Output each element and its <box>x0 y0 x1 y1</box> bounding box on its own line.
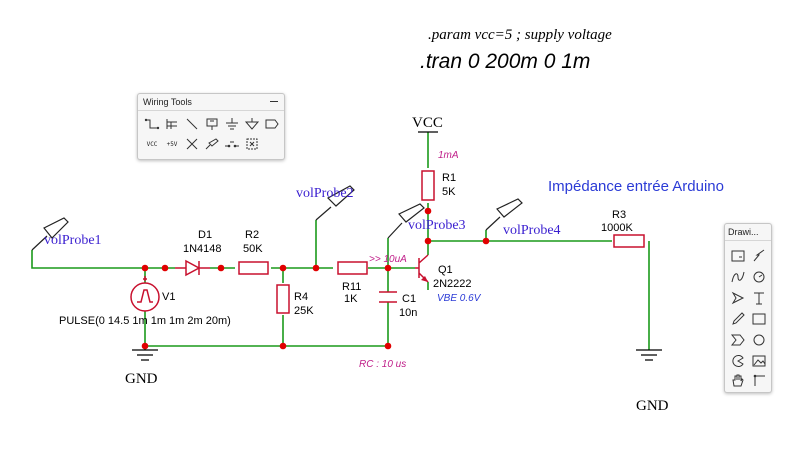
svg-text:R1: R1 <box>442 172 456 184</box>
svg-text:Q1: Q1 <box>438 264 453 276</box>
minimize-icon[interactable] <box>270 101 278 102</box>
svg-text:V1: V1 <box>162 291 175 303</box>
current-annotation: 1mA <box>438 150 459 161</box>
ground-tool-icon[interactable] <box>222 116 242 132</box>
svg-text:2N2222: 2N2222 <box>433 278 472 290</box>
svg-text:volProbe1: volProbe1 <box>44 233 102 248</box>
label-box-icon[interactable] <box>728 248 748 264</box>
ground-left: GND <box>125 349 158 387</box>
rotate-icon[interactable] <box>749 269 769 285</box>
wires <box>31 132 650 350</box>
current-probe-tool-icon[interactable] <box>222 136 242 152</box>
vcc-supply: VCC <box>412 115 443 133</box>
drawing-tools-panel[interactable]: Drawi... <box>724 223 772 393</box>
svg-text:1000K: 1000K <box>601 222 633 234</box>
tran-directive: .tran 0 200m 0 1m <box>420 50 590 73</box>
line-tool-icon[interactable] <box>182 116 202 132</box>
capacitor-c1[interactable]: C1 10n <box>379 291 417 319</box>
probe-tool-icon[interactable] <box>202 136 222 152</box>
svg-text:5K: 5K <box>442 186 456 198</box>
vcc-tool-icon[interactable]: VCC <box>146 140 158 148</box>
transistor-q1[interactable]: Q1 2N2222 <box>415 254 472 290</box>
svg-text:C1: C1 <box>402 293 416 305</box>
svg-text:R3: R3 <box>612 209 626 221</box>
drawing-tools-title[interactable]: Drawi... <box>725 224 771 241</box>
svg-text:volProbe2: volProbe2 <box>296 186 354 201</box>
svg-text:volProbe4: volProbe4 <box>503 223 561 238</box>
resistor-r2[interactable]: R2 50K <box>238 229 269 275</box>
bus-tool-icon[interactable] <box>162 116 182 132</box>
svg-text:1N4148: 1N4148 <box>183 243 222 255</box>
svg-text:25K: 25K <box>294 305 314 317</box>
probe-volprobe2[interactable]: volProbe2 <box>296 185 355 221</box>
ground-triangle-tool-icon[interactable] <box>242 116 262 132</box>
nodes <box>141 207 490 350</box>
vbe-annotation: VBE 0.6V <box>437 293 482 304</box>
svg-text:GND: GND <box>125 371 158 387</box>
param-directive: .param vcc=5 ; supply voltage <box>428 27 612 43</box>
title-note: Impédance entrée Arduino <box>548 178 724 195</box>
zigzag-icon[interactable] <box>749 248 769 264</box>
svg-text:GND: GND <box>636 398 669 414</box>
svg-text:10n: 10n <box>399 307 417 319</box>
voltage-source-v1[interactable]: V1 PULSE(0 14.5 1m 1m 1m 2m 20m) <box>59 276 231 327</box>
svg-text:R2: R2 <box>245 229 259 241</box>
svg-text:volProbe3: volProbe3 <box>408 218 466 233</box>
probe-volprobe1[interactable]: volProbe1 <box>31 217 102 251</box>
svg-text:PULSE(0 14.5 1m 1m 1m 2m 20m): PULSE(0 14.5 1m 1m 1m 2m 20m) <box>59 315 231 327</box>
hand-icon[interactable] <box>728 372 748 388</box>
port-tool-icon[interactable] <box>262 116 282 132</box>
resistor-r3[interactable]: R3 1000K <box>601 209 645 248</box>
pie-icon[interactable] <box>728 353 748 369</box>
svg-text:50K: 50K <box>243 243 263 255</box>
diode-d1[interactable]: D1 1N4148 <box>175 229 222 277</box>
rc-annotation: RC : 10 us <box>359 359 406 370</box>
wiring-tools-title[interactable]: Wiring Tools <box>138 94 284 111</box>
svg-text:R11: R11 <box>342 281 361 293</box>
curve-icon[interactable] <box>728 269 748 285</box>
rectangle-icon[interactable] <box>749 311 769 327</box>
svg-text:1K: 1K <box>344 293 358 305</box>
circle-icon[interactable] <box>749 332 769 348</box>
pencil-icon[interactable] <box>728 311 748 327</box>
probe-volprobe4[interactable]: volProbe4 <box>485 198 561 238</box>
resistor-r1[interactable]: R1 5K <box>421 170 456 201</box>
text-icon[interactable] <box>749 290 769 306</box>
probe-volprobe3[interactable]: volProbe3 <box>387 203 466 239</box>
plus5v-tool-icon[interactable]: +5V <box>166 140 178 148</box>
resistor-r11[interactable]: R11 1K <box>337 261 368 305</box>
svg-text:D1: D1 <box>198 229 212 241</box>
base-current-annotation: >> 10uA <box>369 254 407 265</box>
label-tool-icon[interactable] <box>202 116 222 132</box>
corner-icon[interactable] <box>749 372 769 388</box>
chevron-shape-icon[interactable] <box>728 332 748 348</box>
arrow-icon[interactable] <box>728 290 748 306</box>
resistor-r4[interactable]: R4 25K <box>276 284 314 317</box>
image-icon[interactable] <box>749 353 769 369</box>
svg-text:R4: R4 <box>294 291 308 303</box>
select-area-tool-icon[interactable] <box>242 136 262 152</box>
ground-right: GND <box>636 349 669 414</box>
wiring-tools-panel[interactable]: Wiring Tools VCC +5V <box>137 93 285 160</box>
svg-text:VCC: VCC <box>412 115 443 131</box>
wire-tool-icon[interactable] <box>142 116 162 132</box>
noconnect-tool-icon[interactable] <box>182 136 202 152</box>
